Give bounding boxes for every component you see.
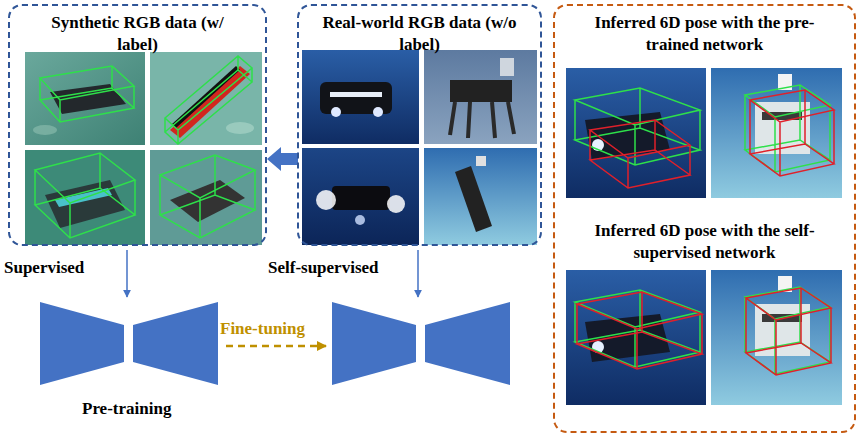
synthetic-image — [150, 150, 262, 245]
synthetic-image-part — [160, 155, 255, 238]
real-image-part — [302, 50, 419, 144]
result-image-part — [711, 270, 842, 405]
stage-label: Self-supervised — [268, 257, 379, 279]
real-image — [302, 50, 419, 144]
result-image-part — [566, 68, 706, 198]
flow-arrow — [417, 250, 419, 297]
block-arrow — [267, 147, 298, 171]
real-image-part — [387, 195, 405, 213]
arrow-shaft — [279, 153, 298, 165]
real-image-part — [316, 190, 336, 210]
synthetic-image — [150, 52, 262, 145]
fine-tune-arrow — [226, 345, 326, 348]
stage-label: Supervised — [4, 257, 84, 279]
network-shape-part — [425, 302, 510, 385]
synthetic-image-part — [170, 180, 245, 222]
result-image — [711, 270, 842, 405]
real-image — [424, 148, 537, 245]
real-image — [302, 148, 419, 245]
synthetic-image-part — [25, 52, 145, 145]
result-image — [566, 68, 706, 198]
arrow-head — [267, 147, 281, 171]
dashed-panel: Synthetic RGB data (w/ label) — [8, 4, 267, 246]
real-image-part — [424, 148, 537, 245]
result-image — [711, 68, 842, 198]
real-image-part — [500, 58, 514, 76]
result-image-part — [711, 68, 842, 198]
synthetic-image-part — [165, 56, 252, 144]
real-image-part — [424, 50, 537, 144]
real-image-part — [332, 186, 390, 210]
real-image-part — [450, 80, 512, 102]
real-image-part — [450, 102, 514, 138]
synthetic-image-part — [226, 122, 254, 134]
stage-label: Fine-tuning — [220, 318, 305, 340]
network-shape — [40, 302, 218, 385]
dashed-panel: Real-world RGB data (w/o label) — [297, 4, 542, 246]
synthetic-image-part — [150, 52, 262, 145]
synthetic-image-part — [150, 150, 262, 245]
result-image-part — [746, 288, 831, 375]
synthetic-image-part — [33, 125, 57, 135]
network-shape — [332, 302, 510, 385]
panel-heading: Inferred 6D pose with the pre-trained ne… — [574, 12, 836, 56]
result-image — [566, 270, 706, 405]
synthetic-image-part — [25, 150, 145, 245]
synthetic-image — [25, 150, 145, 245]
result-image-part — [577, 292, 702, 369]
real-image-part — [331, 107, 341, 117]
real-image-part — [476, 156, 486, 166]
real-image-part — [330, 92, 382, 97]
flow-arrow — [126, 250, 128, 297]
panel-heading: Real-world RGB data (w/o label) — [322, 12, 518, 56]
real-image-part — [373, 107, 383, 117]
synthetic-image-part — [35, 153, 135, 238]
dashed-panel: Inferred 6D pose with the pre-trained ne… — [553, 4, 856, 433]
panel-heading: Synthetic RGB data (w/ label) — [40, 12, 236, 56]
real-image-part — [302, 148, 419, 245]
network-shape-part — [40, 302, 124, 385]
real-image-part — [455, 166, 492, 232]
panel-heading: Inferred 6D pose with the self-supervise… — [574, 220, 836, 264]
stage-label: Pre-training — [82, 398, 171, 420]
synthetic-image — [25, 52, 145, 145]
result-image-part — [745, 287, 830, 374]
result-image-part — [566, 270, 706, 405]
network-shape-part — [133, 302, 218, 385]
real-image — [424, 50, 537, 144]
result-image-part — [590, 120, 690, 188]
result-image-part — [750, 90, 834, 176]
synthetic-image-part — [40, 66, 134, 122]
network-shape-part — [332, 302, 416, 385]
real-image-part — [355, 215, 365, 225]
